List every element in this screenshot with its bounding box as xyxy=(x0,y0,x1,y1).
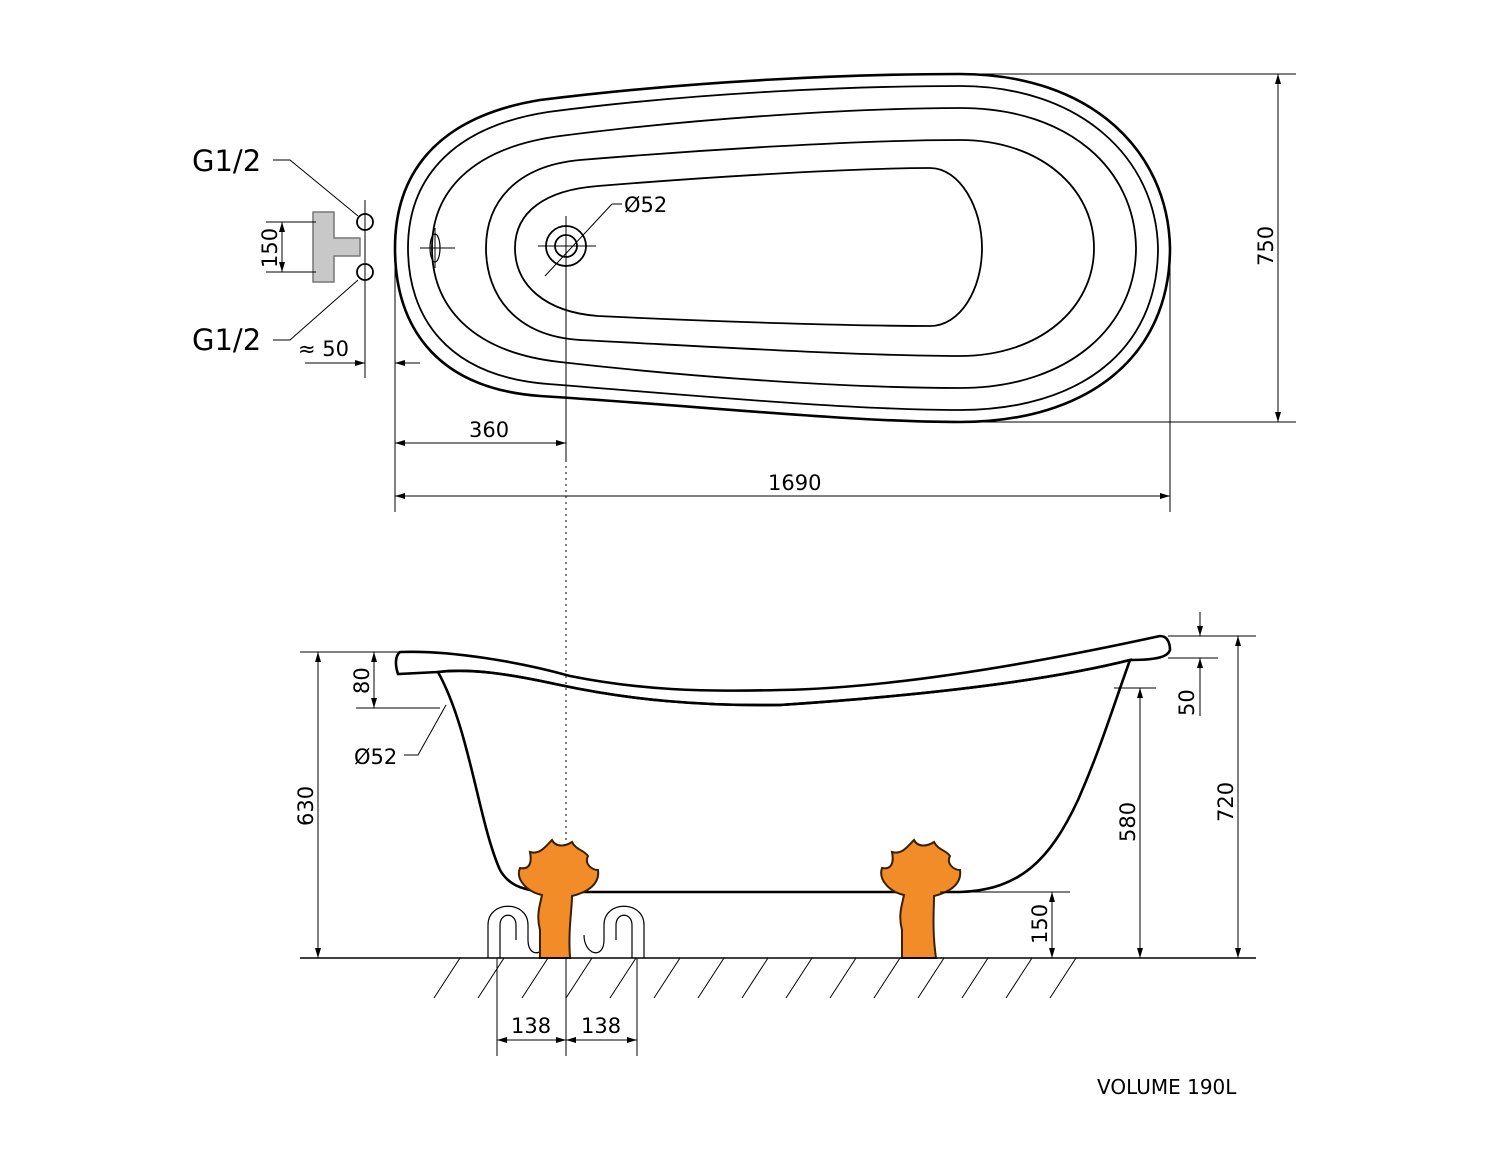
rim-height-dimension xyxy=(356,652,440,709)
connection-label-bottom: G1/2 xyxy=(192,323,261,357)
claw-foot-left-icon xyxy=(517,838,600,959)
floor-hatch-line xyxy=(917,957,945,999)
mixer-tap-icon xyxy=(312,200,374,378)
drain xyxy=(538,203,622,460)
floor-hatch-line xyxy=(653,957,681,999)
width-label: 750 xyxy=(1254,226,1278,266)
foot-height-label: 150 xyxy=(1028,904,1052,944)
trap-spacing-dimension xyxy=(496,958,638,1056)
floor-hatching xyxy=(433,957,1077,999)
height-720-label: 720 xyxy=(1214,782,1238,822)
floor-hatch-line xyxy=(961,957,989,999)
valve-spacing-label: 150 xyxy=(258,228,282,268)
overall-height-left-label: 630 xyxy=(294,786,318,826)
drain-offset-label: 360 xyxy=(469,418,509,442)
floor-hatch-line xyxy=(873,957,901,999)
drain-diameter-label: Ø52 xyxy=(624,193,667,217)
floor-hatch-line xyxy=(829,957,857,999)
overall-height-dimension-left xyxy=(300,651,400,958)
overflow-marker xyxy=(420,228,455,268)
floor-hatch-line xyxy=(565,957,593,999)
drain-offset-dimension xyxy=(394,250,566,512)
overflow-leader xyxy=(404,704,447,756)
length-label: 1690 xyxy=(768,471,821,495)
wall-offset-dimension xyxy=(305,360,420,366)
height-720-dimension xyxy=(1170,635,1256,958)
rim-thickness-label: 50 xyxy=(1175,689,1199,716)
height-580-label: 580 xyxy=(1116,802,1140,842)
top-view: Ø52 G1/2 G1/2 150 ≈ 50 xyxy=(192,72,1296,512)
width-dimension xyxy=(960,73,1296,423)
trap-right-label: 138 xyxy=(581,1014,621,1038)
side-view: 630 80 Ø52 50 580 xyxy=(294,612,1256,1056)
volume-label: VOLUME 190L xyxy=(1097,1075,1237,1099)
trap-left-label: 138 xyxy=(511,1014,551,1038)
rim-height-label: 80 xyxy=(350,667,374,694)
height-580-dimension xyxy=(1114,687,1156,958)
tub-contour-2 xyxy=(431,107,1137,389)
floor-hatch-line xyxy=(785,957,813,999)
tub-contour-3 xyxy=(485,139,1095,357)
length-dimension xyxy=(395,250,1171,512)
floor-hatch-line xyxy=(697,957,725,999)
floor-hatch-line xyxy=(1049,957,1077,999)
valve-spacing-dimension xyxy=(266,221,316,273)
foot-height-dimension xyxy=(940,891,1070,958)
floor-hatch-line xyxy=(1005,957,1033,999)
wall-offset-label: ≈ 50 xyxy=(298,337,349,361)
floor-hatch-line xyxy=(741,957,769,999)
overflow-diameter-label: Ø52 xyxy=(354,745,397,769)
claw-foot-right-icon xyxy=(880,838,962,959)
tub-outline-top xyxy=(393,72,1172,424)
tub-rim-inner xyxy=(407,85,1159,411)
floor-hatch-line xyxy=(477,957,505,999)
connection-label-top: G1/2 xyxy=(192,144,261,178)
tub-rim-side xyxy=(394,634,1172,707)
floor-hatch-line xyxy=(433,957,461,999)
floor-hatch-line xyxy=(521,957,549,999)
tub-basin-bottom xyxy=(514,167,983,327)
floor-hatch-line xyxy=(609,957,637,999)
